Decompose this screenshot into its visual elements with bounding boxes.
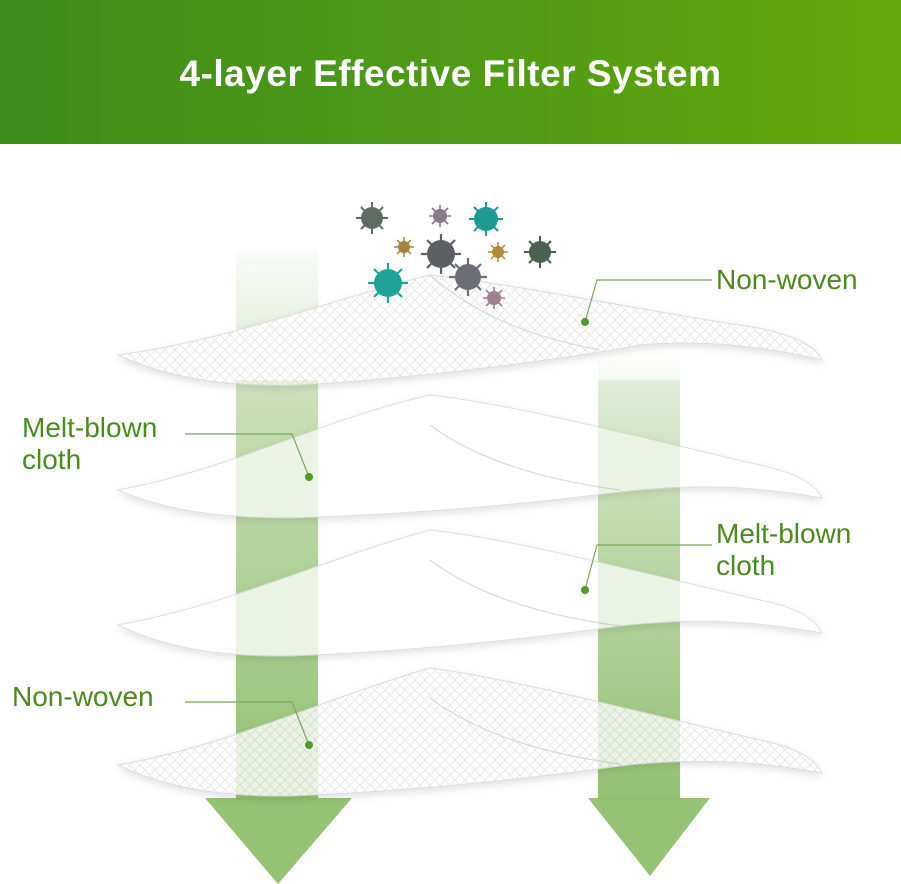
layer-non-woven-top (116, 274, 823, 386)
leader-line-layer-4 (185, 701, 313, 749)
layer-non-woven-bottom (116, 667, 823, 797)
label-layer-1: Non-woven (716, 264, 858, 295)
label-layer-4: Non-woven (12, 681, 154, 712)
layer-melt-blown-upper (116, 394, 823, 519)
leader-line-layer-1 (581, 279, 712, 326)
virus-icon (356, 202, 556, 309)
layer-melt-blown-lower (116, 529, 823, 657)
page-title: 4-layer Effective Filter System (179, 53, 722, 94)
label-layer-3: Melt-blown cloth (716, 518, 852, 581)
leader-line-layer-3 (581, 544, 712, 594)
header-banner: 4-layer Effective Filter System (0, 0, 901, 144)
leader-line-layer-2 (185, 433, 313, 481)
label-layer-2: Melt-blown cloth (22, 412, 158, 475)
